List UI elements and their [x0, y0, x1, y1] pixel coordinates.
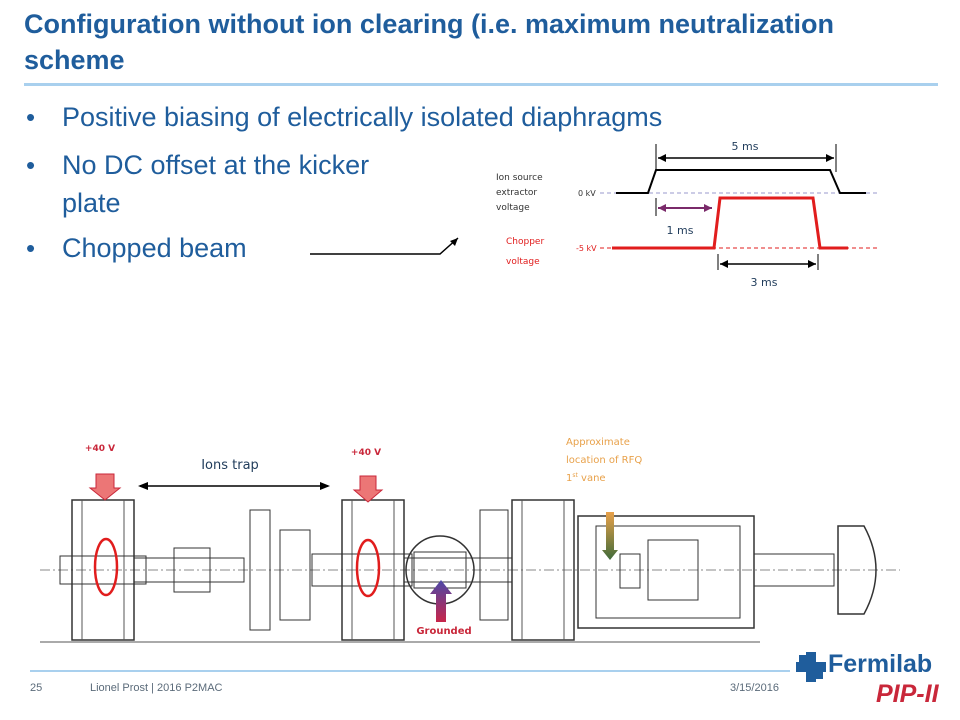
ion-source-label-3: voltage [496, 203, 530, 213]
logo-pip-ii: PIP-II [876, 680, 939, 708]
rfq-box [577, 515, 755, 629]
ground-arrow [430, 580, 452, 622]
footer-divider [30, 670, 790, 672]
footer-author: Lionel Prost | 2016 P2MAC [90, 682, 223, 694]
ion-source-label-2: extractor [496, 188, 537, 198]
bullet-text-2: No DC offset at the kicker plate [62, 150, 370, 218]
bullet-marker-2: • [26, 150, 36, 180]
level-0kv-label: 0 kV [578, 189, 596, 198]
diaphragm-ring-left [93, 537, 119, 597]
level-m5kv-label: -5 kV [576, 244, 597, 253]
beamline-drawing: +40 V +40 V Ions trap Grounded Approxima… [40, 437, 900, 643]
timing-diagram: 5 ms 1 ms 3 ms Ion source extractor volt… [496, 140, 880, 289]
logo-wordmark: Fermilab [828, 650, 933, 678]
chopper-waveform [612, 196, 848, 250]
rfq-label-1: Approximate [566, 437, 630, 448]
pointer-arrow [310, 237, 459, 255]
bullet-text-1: Positive biasing of electrically isolate… [62, 102, 663, 132]
ion-source-label-1: Ion source [496, 173, 543, 183]
fermilab-logo-icon [796, 652, 826, 682]
label-5ms: 5 ms [732, 140, 759, 153]
bias-left-label: +40 V [85, 444, 115, 454]
chopper-label-1: Chopper [506, 237, 544, 247]
label-3ms: 3 ms [751, 276, 778, 289]
bias-left-arrow [88, 473, 122, 501]
bias-right-arrow [352, 475, 384, 503]
footer-date: 3/15/2016 [730, 682, 779, 694]
slide-title: Configuration without ion clearing (i.e.… [24, 9, 835, 75]
rfq-arrow [602, 512, 618, 560]
chopper-label-2: voltage [506, 257, 540, 267]
ions-trap-label: Ions trap [201, 458, 259, 473]
ion-source-waveform [616, 169, 866, 194]
label-1ms: 1 ms [667, 224, 694, 237]
bias-right-label: +40 V [351, 448, 381, 458]
title-divider [24, 83, 938, 86]
page-number: 25 [30, 682, 43, 694]
bullet-text-3: Chopped beam [62, 233, 247, 263]
bullet-marker-1: • [26, 102, 36, 132]
rfq-label-3: 1st vane [566, 472, 606, 484]
grounded-label: Grounded [416, 626, 471, 637]
bullet-marker-3: • [26, 233, 36, 263]
diaphragm-ring-right [355, 538, 381, 598]
rfq-label-2: location of RFQ [566, 455, 642, 466]
